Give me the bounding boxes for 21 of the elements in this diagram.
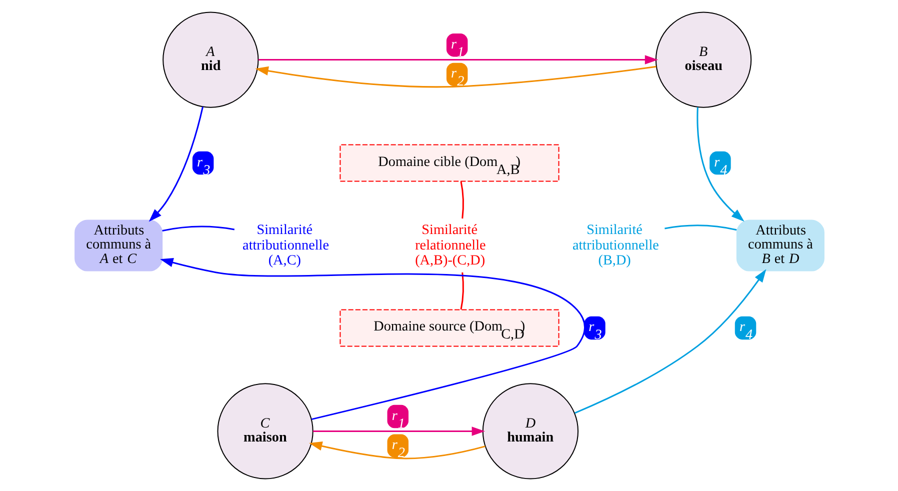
connector — [460, 181, 464, 219]
arrow — [160, 258, 585, 420]
node-circle: B oiseau — [654, 12, 752, 108]
arrow — [312, 426, 484, 436]
connector — [460, 272, 464, 310]
node-text: Similarité attributionnelle (A,C) — [242, 222, 329, 268]
arrow — [254, 66, 656, 88]
node-circle: C maison — [216, 383, 313, 480]
node-box: Attributs communs à B et D — [736, 220, 824, 272]
node-text: Similarité relationnelle (A,B)-(C,D) — [414, 222, 486, 268]
arrow — [148, 106, 203, 222]
node-box: Attributs communs à A et C — [74, 220, 162, 272]
connector — [162, 226, 234, 232]
connector — [664, 224, 736, 231]
arrow — [258, 55, 658, 64]
arrow — [308, 442, 485, 460]
arrow — [574, 269, 766, 414]
node-circle: D humain — [482, 383, 578, 480]
node-circle: A nid — [162, 12, 258, 108]
arrow — [696, 107, 744, 222]
node-text: Similarité attributionnelle (B,D) — [572, 222, 658, 268]
